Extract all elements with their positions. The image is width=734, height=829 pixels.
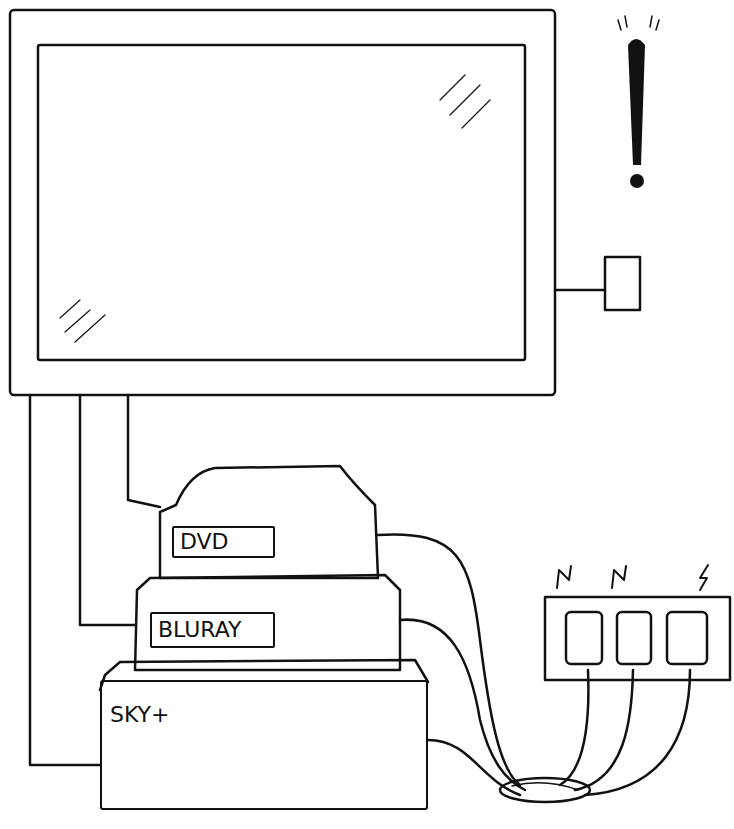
power-socket [617,612,651,664]
alert-icon [628,39,645,165]
power-socket [667,612,707,664]
alert-icon [630,174,644,188]
power-cable [585,670,690,795]
device-name: DVD [180,531,229,553]
device-name: BLURAY [158,619,242,641]
power-cable [378,534,520,785]
av-cable [30,395,100,765]
power-symbol [700,565,708,590]
power-cable [560,670,588,785]
power-cable [428,740,520,795]
sky-box: SKY+ [100,680,428,810]
cable-tie [512,783,578,790]
device-label: DVD [172,526,275,558]
power-symbol [612,566,626,588]
sky-box-lid [100,660,428,690]
wall-socket [605,257,640,310]
dvd-player [160,466,378,578]
power-symbol [557,566,571,588]
power-strip [545,597,730,680]
power-socket [566,612,602,664]
tv-screen [38,45,525,360]
tv-frame [10,10,555,395]
power-cable [400,620,525,790]
device-label: BLURAY [150,612,275,648]
av-cable [128,395,160,507]
alert-marks [618,16,659,30]
sensor-wire [555,289,605,292]
power-cable [575,670,633,790]
screen-glare [60,75,490,342]
bluray-player [135,575,400,670]
device-name: SKY+ [110,704,169,726]
